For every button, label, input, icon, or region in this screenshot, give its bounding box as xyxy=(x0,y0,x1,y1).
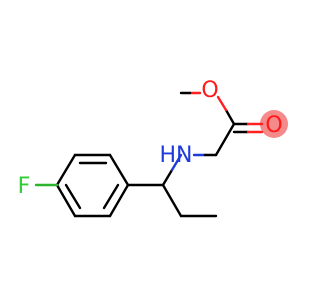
ring-bond xyxy=(55,183,77,218)
ch-n-bond xyxy=(161,168,174,187)
ch-n-bond-blue xyxy=(170,153,183,172)
ch2-carbonyl-bond xyxy=(214,122,236,157)
benzene-ring xyxy=(55,153,130,218)
ring-bond xyxy=(108,183,130,218)
molecule-structure: F HN O O xyxy=(18,78,288,218)
fluorine-label: F xyxy=(18,174,31,199)
c-o-bond xyxy=(224,108,236,126)
ring-bond xyxy=(108,153,130,187)
ch-ch2-bond xyxy=(161,183,183,218)
nitrogen-label: HN xyxy=(160,143,193,168)
aromatic-inner-bond xyxy=(102,183,120,210)
molecule-canvas: F HN O O xyxy=(18,78,288,218)
carbonyl-oxygen-label: O xyxy=(265,113,282,138)
c-o-bond-red xyxy=(216,95,228,112)
ring-bond xyxy=(55,153,77,187)
aromatic-inner-bond xyxy=(64,183,82,210)
ester-oxygen-label: O xyxy=(201,78,218,103)
carbonyl-oxygen-highlight xyxy=(260,110,288,138)
